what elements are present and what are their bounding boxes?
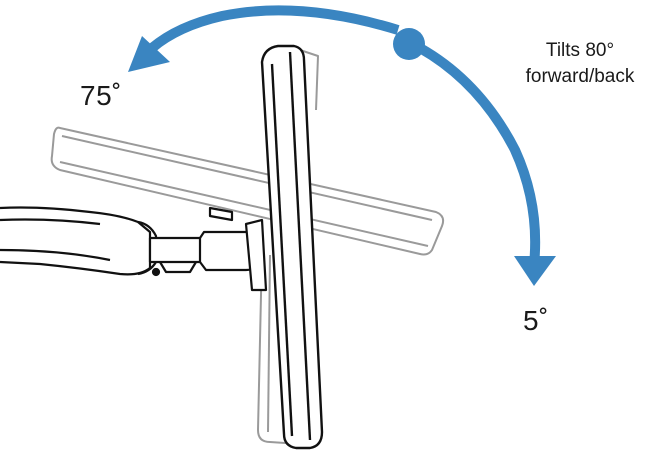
tilt-description: Tilts 80° forward/back (520, 38, 640, 90)
angle-forward-label: 5˚ (523, 305, 549, 336)
tilt-description-line2: forward/back (525, 66, 635, 87)
arrowhead-left-icon (128, 36, 170, 72)
angle-back-label: 75˚ (80, 80, 122, 111)
ghost-monitor-tilted (50, 49, 445, 445)
arrowhead-down-icon (514, 256, 556, 286)
tilt-arrow (128, 5, 556, 286)
tilt-description-line1: Tilts 80° (545, 40, 615, 61)
pivot-dot-icon (393, 28, 425, 60)
monitor-upright (260, 44, 324, 450)
mount-arm (0, 206, 268, 292)
